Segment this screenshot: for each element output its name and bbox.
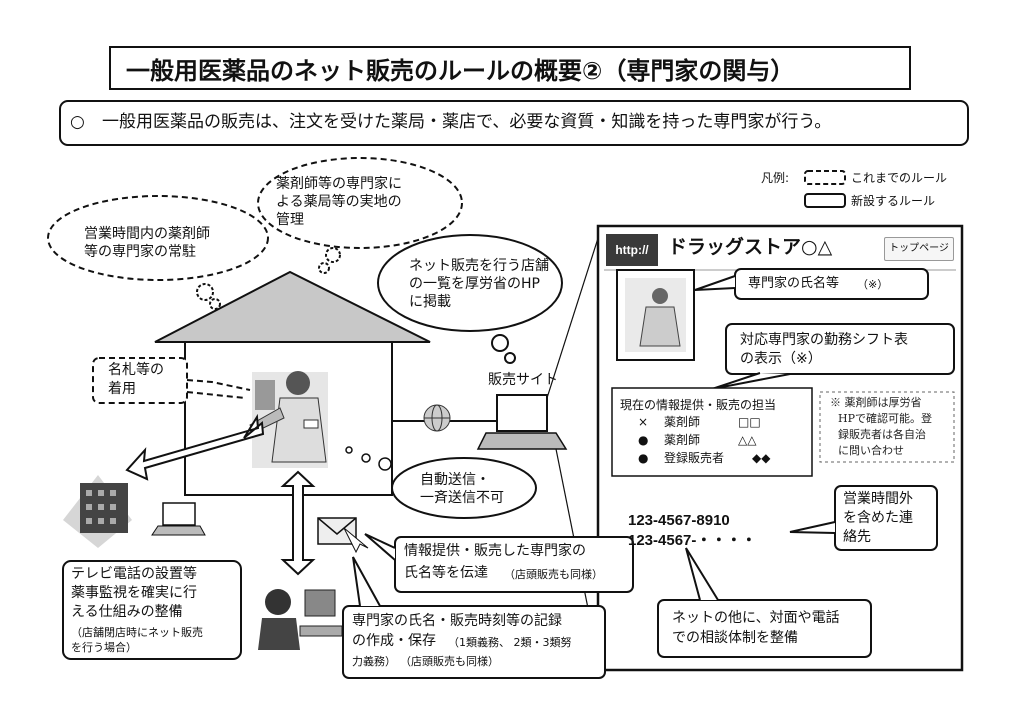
records-box [342,605,606,679]
tv-phone-note-line1: （店舗閉店時にネット販売 [71,626,203,639]
cloud-auto-send [391,457,537,519]
legend-dashed-label: これまでのルール [851,171,948,185]
cloud-listing-line2: の一覧を厚労省のHP [409,276,540,292]
records-note: （店頭販売も同様） [400,655,499,668]
note-line4: に問い合わせ [838,444,904,457]
records-paren: （1類義務、 2類・3類努 [448,636,572,649]
store-name: ドラッグストア○△ [668,236,833,258]
auto-send-line2: 一斉送信不可 [420,490,504,506]
legend-prefix: 凡例: [761,171,790,185]
staff-role: 登録販売者 [664,451,725,465]
http-badge: http:// [606,234,658,266]
mail-icon [317,517,369,554]
info-provider-note: （店頭販売も同様） [504,568,603,581]
person-at-computer-icon [258,589,343,650]
nametag-box [92,357,188,404]
legend-dashed-sample [804,170,846,185]
cloud-listing-line1: ネット販売を行う店舗 [409,258,549,274]
globe-icon [423,404,451,432]
note-line3: 録販売者は各自治 [838,428,926,441]
nametag-pointer [186,379,251,391]
staff-mark: ● [638,433,649,447]
pharmacist-figure [249,371,328,468]
records-line3: 力義務） [352,655,396,668]
consult-box [657,599,872,658]
after-hours-box [834,485,938,551]
records-line2: の作成・保存 [352,633,436,649]
page-title: 一般用医薬品のネット販売のルールの概要②（専門家の関与） [126,57,795,85]
info-provider-line1: 情報提供・販売した専門家の [404,543,586,559]
after-hours-line3: 絡先 [843,529,871,545]
expert-name-mark: （※） [857,278,889,291]
records-line1: 専門家の氏名・販売時刻等の記録 [352,613,562,629]
staff-mark: ● [638,451,649,465]
staff-name: △△ [738,433,757,447]
auto-send-line1: 自動送信・ [420,472,490,488]
legend-solid-label: 新設するルール [851,194,936,208]
sales-site-label: 販売サイト [488,372,558,388]
phone-number-1: 123-4567-8910 [628,512,730,529]
tv-phone-line2: 薬事監視を確実に行 [71,585,197,601]
staff-role: 薬剤師 [664,415,701,429]
staff-role: 薬剤師 [664,433,701,447]
staff-name: □□ [738,415,761,429]
staff-name: ◆◆ [752,451,771,465]
double-arrow-vertical [280,470,316,576]
tv-phone-note-line2: を行う場合） [71,641,137,654]
house-roof [154,270,431,343]
nametag-line2: 着用 [108,381,136,397]
phone-number-2: 123-4567-・・・・ [628,532,757,549]
tv-phone-line1: テレビ電話の設置等 [71,566,197,582]
nametag-line1: 名札等の [108,362,164,378]
top-page-button[interactable]: トップページ [884,237,954,261]
house-walls [184,342,393,496]
current-staff-title: 現在の情報提供・販売の担当 [620,398,777,412]
cloud-resident-pharmacist [47,195,269,281]
cloud-resident-line2: 等の専門家の常駐 [84,244,196,260]
cloud-listing [377,234,563,332]
shift-line1: 対応専門家の勤務シフト表 [740,332,908,348]
cloud-resident-line1: 営業時間内の薬剤師 [84,226,210,242]
double-arrow-tv-phone [125,413,265,481]
cloud-onsite-line1: 薬剤師等の専門家に [276,176,402,192]
expert-name-label: 専門家の氏名等 [748,276,840,291]
cloud-onsite-line3: 管理 [276,212,304,228]
office-building-icon [63,475,132,548]
staff-mark: × [638,415,649,429]
info-provider-box [394,536,634,593]
intro-frame [59,100,969,146]
laptop-icon [476,394,568,450]
consult-line2: での相談体制を整備 [672,630,798,646]
after-hours-line1: 営業時間外 [843,491,913,507]
intro-bullet: ○ [70,112,85,132]
note-line1: ※ 薬剤師は厚労省 [830,396,922,409]
tv-phone-box [62,560,242,660]
cloud-onsite-line2: よる薬局等の実地の [276,194,402,210]
cloud-listing-line3: に掲載 [409,294,451,310]
after-hours-line2: を含めた連 [843,510,913,526]
intro-text: 一般用医薬品の販売は、注文を受けた薬局・薬店で、必要な資質・知識を持った専門家が… [102,112,832,132]
small-laptop-icon [151,502,206,536]
legend-solid-sample [804,193,846,208]
consult-line1: ネットの他に、対面や電話 [672,610,840,626]
tv-phone-line3: える仕組みの整備 [71,604,183,620]
shift-line2: の表示（※） [740,351,822,367]
current-staff-box [611,387,813,477]
expert-photo [616,269,695,361]
title-frame [109,46,911,90]
note-box [819,391,955,463]
note-line2: HPで確認可能。登 [838,412,932,425]
cloud-onsite-management [257,157,463,249]
shift-box [725,323,955,375]
info-provider-line2: 氏名等を伝達 [404,565,488,581]
